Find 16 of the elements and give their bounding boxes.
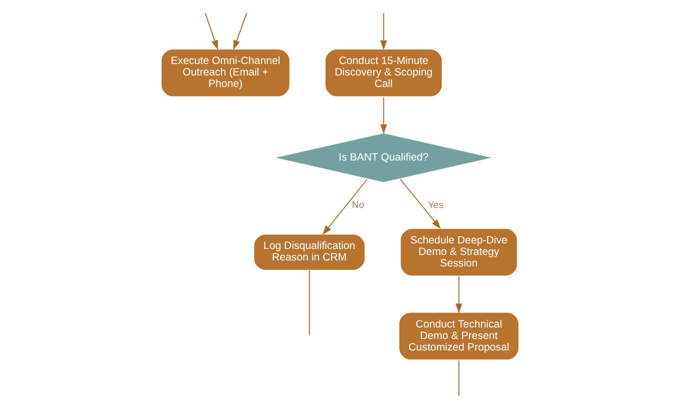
arrow — [204, 12, 218, 50]
connector — [308, 270, 310, 336]
node-box: Log Disqualification Reason in CRM — [252, 233, 366, 272]
arrow — [233, 12, 248, 50]
node-box: Execute Omni-Channel Outreach (Email + Phone) — [160, 48, 291, 98]
node-box: Conduct Technical Demo & Present Customized Proposal — [398, 311, 520, 361]
node-box: Conduct 15-Minute Discovery & Scoping Call — [324, 48, 444, 98]
arrow — [322, 178, 368, 236]
node-box: Schedule Deep-Dive Demo & Strategy Session — [399, 227, 518, 278]
arrow — [380, 96, 388, 134]
connector — [458, 360, 460, 396]
edge-label: Yes — [428, 200, 444, 211]
edge-label: No — [352, 200, 364, 211]
arrow — [380, 12, 388, 50]
arrow — [400, 178, 441, 229]
arrow — [455, 276, 462, 314]
